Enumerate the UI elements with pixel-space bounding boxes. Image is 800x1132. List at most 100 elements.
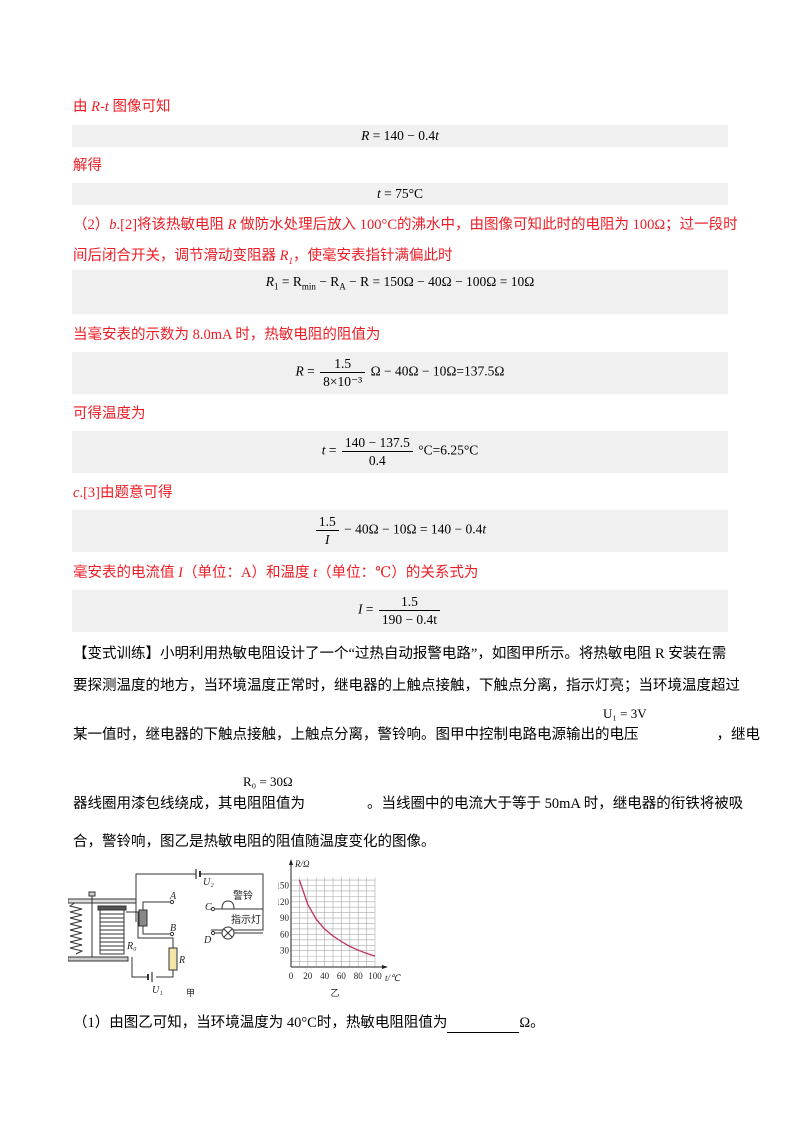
eq-text: = 140 − 0.4	[369, 128, 436, 143]
eq-text: =	[303, 363, 319, 379]
svg-text:40: 40	[320, 971, 330, 981]
var: I	[178, 565, 183, 581]
solution-line-part2b: （2）b.[2]将该热敏电阻 R 做防水处理后放入 100°C的沸水中，由图像可…	[73, 215, 738, 235]
x-axis-label: t/℃	[385, 973, 401, 983]
eq-text: = R	[278, 274, 302, 289]
eq-text: Ω − 40Ω − 10Ω=137.5Ω	[367, 363, 505, 379]
eq-text: − R = 150Ω − 40Ω − 100Ω = 10Ω	[345, 274, 535, 289]
eq-var: t	[321, 442, 326, 458]
label-lamp: 指示灯	[231, 913, 261, 926]
label-r: R	[178, 955, 185, 966]
problem-para-1: 【变式训练】小明利用热敏电阻设计了一个“过热自动报警电路”，如图甲所示。将热敏电…	[73, 646, 727, 662]
figure-caption-jia: 甲	[186, 988, 195, 998]
solution-line-rt-graph: 由 R-t 图像可知	[73, 97, 170, 117]
figure-caption-yi: 乙	[330, 988, 339, 998]
label-c: C	[205, 902, 212, 913]
eq-var: R	[295, 363, 304, 379]
sub: 1	[274, 281, 279, 292]
text: （单位：℃）的关系式为	[317, 565, 479, 581]
eq-text: − 40Ω − 10Ω = 140 − 0.4	[340, 521, 483, 537]
text: ，使毫安表指针满偏此时	[292, 248, 453, 264]
var: c	[73, 485, 80, 501]
text: .[3]由题意可得	[79, 485, 173, 501]
svg-text:30: 30	[280, 946, 290, 956]
equation-box-3: R1 = Rmin − RA − R = 150Ω − 40Ω − 100Ω =…	[72, 270, 728, 314]
solution-line-solve: 解得	[73, 158, 102, 174]
label-b: B	[170, 923, 176, 934]
svg-text:100: 100	[368, 971, 382, 981]
numerator: 1.5	[315, 513, 339, 531]
denominator: 8×10⁻³	[323, 374, 363, 389]
text: 做防水处理后放入 100°C的沸水中，由图像可知此时的电阻为 100Ω；过一段时	[236, 217, 738, 233]
var: b	[109, 217, 117, 233]
denominator: 0.4	[368, 453, 386, 468]
text: （2）	[73, 217, 110, 233]
text: 器线圈用漆包线绕成，其电阻阻值为	[73, 796, 305, 812]
svg-text:90: 90	[280, 913, 290, 923]
eq-text: =	[362, 601, 377, 617]
text: （单位：A）和温度	[182, 565, 314, 581]
eq-text: = 75°C	[380, 186, 424, 201]
label-d: D	[203, 935, 212, 946]
equation-box-2: t = 75°C	[72, 183, 728, 205]
equation-3: R1 = Rmin − RA − R = 150Ω − 40Ω − 100Ω =…	[72, 273, 728, 296]
eq-var: t	[435, 128, 439, 143]
solution-line-temp: 可得温度为	[73, 406, 146, 422]
y-axis-label: R/Ω	[294, 859, 310, 869]
problem-para-5: 合，警铃响，图乙是热敏电阻的阻值随温度变化的图像。	[73, 834, 436, 850]
eq-var: t	[482, 521, 487, 537]
svg-text:60: 60	[280, 929, 290, 939]
equation-box-1: R = 140 − 0.4t	[72, 125, 728, 147]
text: 毫安表的电流值	[73, 565, 179, 581]
var-rt: R-t	[91, 99, 109, 115]
problem-para-2: 要探测温度的地方，当环境温度正常时，继电器的上触点接触，下触点分离，指示灯亮；当…	[73, 678, 740, 694]
svg-text:60: 60	[337, 971, 347, 981]
solution-line-8ma: 当毫安表的示数为 8.0mA 时，热敏电阻的阻值为	[73, 327, 381, 343]
text: ，继电	[716, 727, 761, 743]
eq-var: R	[265, 274, 275, 289]
denominator: I	[325, 532, 330, 547]
equation-1: R = 140 − 0.4t	[72, 127, 728, 145]
circuit-diagram: A B C D U₂ U₁ R₀ R 警铃 指示灯 甲	[68, 869, 264, 998]
sub: A	[339, 281, 346, 292]
text: Ω。	[519, 1015, 545, 1031]
problem-para-3: 某一值时，继电器的下触点接触，上触点分离，警铃响。图甲中控制电路电源输出的电压 ，…	[73, 725, 760, 745]
eq-var: t	[376, 186, 381, 201]
sub: 1	[288, 255, 293, 266]
denominator: 190 − 0.4t	[381, 612, 438, 627]
numerator: 140 − 137.5	[341, 434, 413, 452]
var: t	[313, 565, 318, 581]
problem-para-4: 器线圈用漆包线绕成，其电阻阻值为。当线圈中的电流大于等于 50mA 时，继电器的…	[73, 794, 743, 814]
label-u2: U₂	[203, 877, 214, 888]
label-a: A	[169, 891, 177, 902]
solution-line-part3c: c.[3]由题意可得	[73, 483, 172, 503]
svg-text:80: 80	[354, 971, 364, 981]
var: R	[279, 248, 289, 264]
inline-eq-u1: U₁ = 3V	[603, 706, 647, 721]
eq-var: I	[357, 601, 363, 617]
equation-2: t = 75°C	[72, 185, 728, 203]
text: 图像可知	[108, 99, 171, 115]
text: 某一值时，继电器的下触点接触，上触点分离，警铃响。图甲中控制电路电源输出的电压	[73, 727, 639, 743]
svg-text:150: 150	[278, 881, 290, 891]
text: 由	[73, 99, 92, 115]
label-r0: R₀	[126, 941, 137, 952]
sub: min	[301, 281, 316, 292]
svg-text:120: 120	[278, 897, 290, 907]
answer-blank[interactable]	[447, 1018, 520, 1033]
inline-eq-r0: R₀ = 30Ω	[243, 774, 293, 789]
eq-var: R	[361, 128, 370, 143]
